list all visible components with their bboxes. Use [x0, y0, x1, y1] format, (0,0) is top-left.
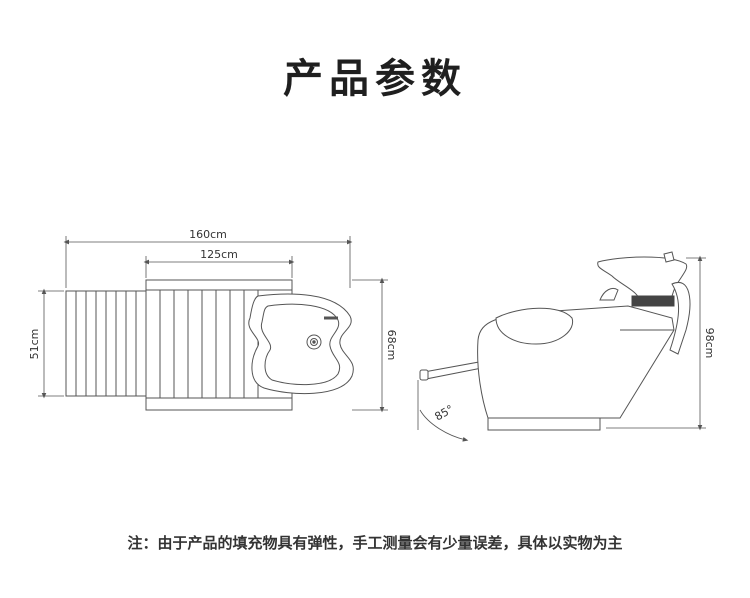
angle-label: 85°	[433, 402, 456, 423]
seat-cushion	[495, 307, 574, 345]
base	[487, 417, 601, 431]
basin-top	[248, 293, 354, 394]
top-dimension-lines	[38, 236, 388, 413]
total-length-label: 160cm	[189, 228, 227, 241]
side-view	[419, 251, 691, 431]
page-title: 产品参数	[283, 56, 467, 102]
back-panel	[669, 281, 691, 355]
measurement-note: 注：由于产品的填充物具有弹性，手工测量会有少量误差，具体以实物为主	[127, 534, 623, 552]
side-dimension-lines	[417, 255, 706, 442]
hose-connector	[663, 251, 675, 263]
neck-rest	[599, 287, 619, 301]
leg-rest-pleats	[75, 291, 137, 396]
body-length-label: 125cm	[200, 248, 238, 261]
basin-support	[631, 295, 675, 307]
depth-label: 68cm	[385, 330, 398, 361]
width-label: 51cm	[28, 329, 41, 360]
height-label: 98cm	[703, 328, 716, 359]
top-view	[65, 279, 354, 411]
